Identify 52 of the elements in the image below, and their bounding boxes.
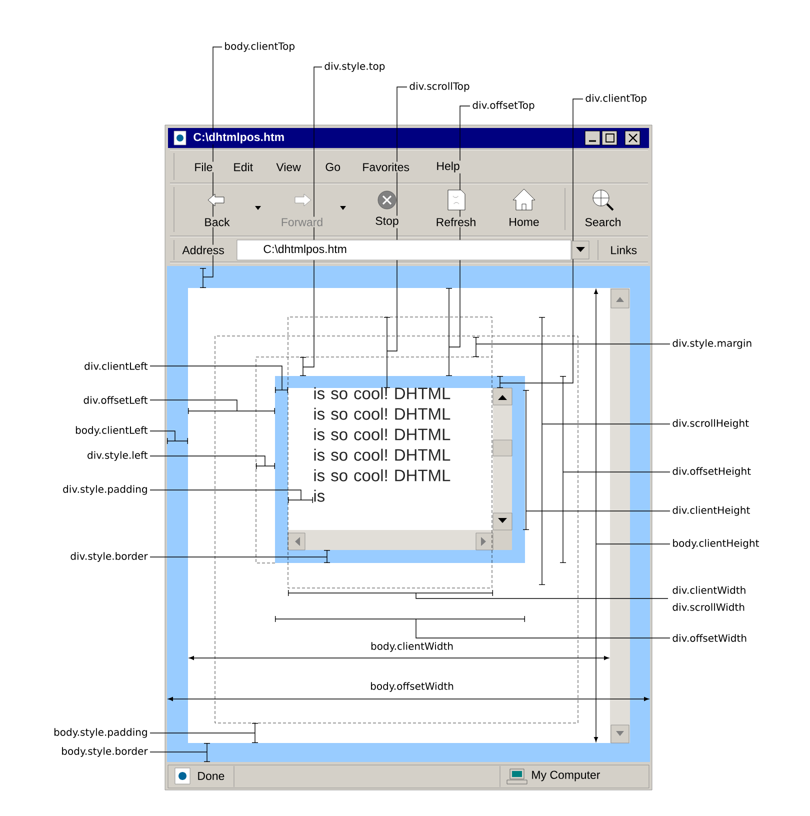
leader-line [500, 98, 584, 384]
leader-line [416, 592, 668, 599]
toolbar-label: Stop [374, 216, 400, 228]
address-field: C:\dhtmlpos.htm [236, 240, 572, 260]
address-label: Address [181, 244, 226, 256]
measurement-label: body.style.border [62, 747, 148, 757]
measurement-label: div.offsetLeft [84, 396, 148, 404]
toolbar-label: Home [508, 217, 540, 228]
window-title: C:\dhtmlpos.htm [192, 132, 286, 144]
status-text: My Computer [530, 770, 602, 782]
measurement-label: div.scrollHeight [672, 419, 749, 429]
measurement-label: body.clientTop [225, 42, 294, 52]
toolbar-label: Back [203, 216, 231, 228]
dimension-label: body.clientWidth [370, 641, 454, 653]
leader-line [150, 366, 282, 390]
measurement-label: div.style.margin [672, 339, 752, 349]
menu-item: Edit [232, 162, 254, 172]
menu-item: File [193, 162, 214, 172]
leader-line [150, 400, 238, 412]
measurement-label: div.style.top [324, 62, 385, 72]
menu-item: Go [324, 162, 342, 172]
measurement-label: div.offsetHeight [672, 467, 751, 477]
leader-line [526, 510, 670, 512]
leader-line [150, 556, 328, 558]
measurement-label: div.style.left [88, 451, 148, 461]
measurement-label: div.style.border [70, 552, 148, 562]
leader-line [150, 430, 176, 442]
measurement-label: div.clientWidth [672, 586, 746, 594]
menu-item: View [275, 162, 302, 172]
leader-line [202, 46, 222, 278]
measurement-label: div.style.padding [63, 485, 147, 495]
dimension-label: body.offsetWidth [369, 681, 455, 693]
measurement-label: div.clientHeight [672, 506, 750, 516]
measurement-label: body.clientLeft [76, 426, 148, 436]
links-label: Links [609, 244, 638, 256]
measurement-label: div.clientTop [586, 94, 646, 104]
scrolling-div: is so cool! DHTML is so cool! DHTML is so cool! DHTML is so cool! DHTML is so cool! DHTML is [275, 376, 525, 563]
leader-line [150, 456, 266, 466]
menu-item: Help [435, 160, 461, 174]
status-text: Done [196, 771, 226, 782]
leader-line [416, 618, 670, 638]
measurement-label: div.scrollWidth [672, 603, 744, 611]
measurement-label: body.clientHeight [673, 539, 759, 549]
menu-item: Favorites [361, 162, 410, 172]
measurement-label: div.offsetWidth [672, 634, 746, 642]
measurement-label: div.scrollTop [410, 82, 470, 92]
measurement-label: body.style.padding [54, 728, 147, 738]
leader-line [302, 66, 322, 368]
leader-line [150, 732, 256, 734]
leader-line [150, 490, 302, 500]
measurement-label: div.clientLeft [84, 362, 148, 370]
measurement-label: div.offsetTop [472, 101, 534, 111]
